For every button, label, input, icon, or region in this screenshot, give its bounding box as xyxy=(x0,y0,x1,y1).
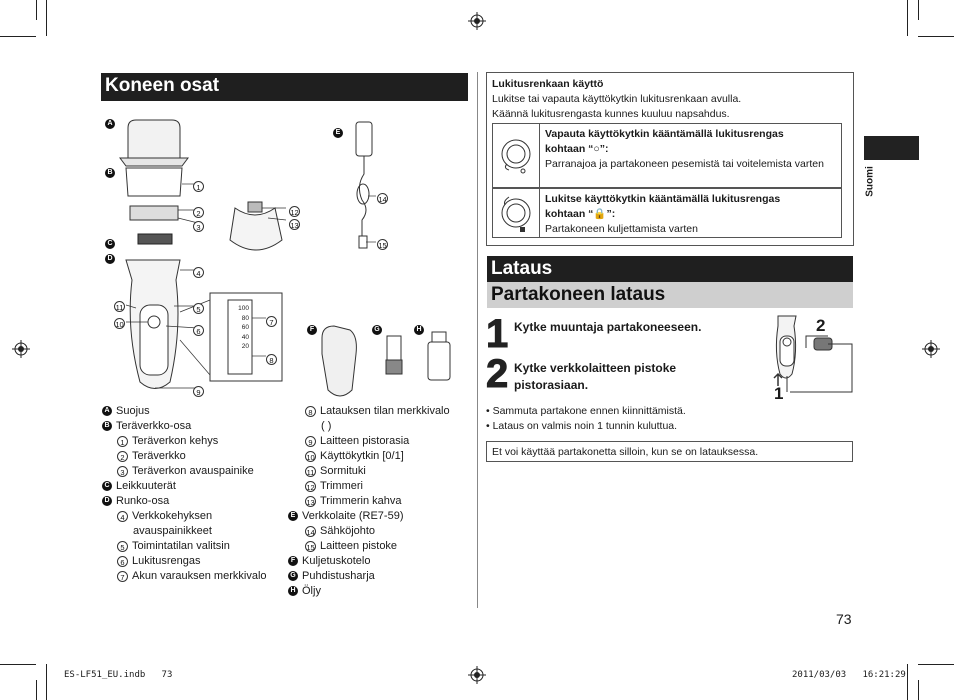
callout-1: 1 xyxy=(193,178,204,196)
callout-11: 11 xyxy=(114,298,125,316)
callout-7: 7 xyxy=(266,313,277,331)
marker-e: E xyxy=(333,124,343,142)
callout-13: 13 xyxy=(289,216,300,234)
lock-icon xyxy=(493,189,540,237)
foil-frame-drawing xyxy=(126,168,182,196)
note-bullet: • Lataus on valmis noin 1 tunnin kuluttu… xyxy=(486,419,686,434)
callout-15: 15 xyxy=(377,236,388,254)
brush-drawing xyxy=(387,336,401,360)
unlock-title: Vapauta käyttökytkin kääntämällä lukitus… xyxy=(545,127,784,142)
marker-f: F xyxy=(307,321,317,339)
callout-10: 10 xyxy=(114,315,125,333)
lock-desc: Partakoneen kuljettamista varten xyxy=(545,222,698,237)
marker-h: H xyxy=(414,321,424,339)
step-1-text: Kytke muuntaja partakoneeseen. xyxy=(514,319,701,336)
step-2-number: 2 xyxy=(486,354,508,394)
registration-mark-bottom xyxy=(468,666,486,684)
callout-8: 8 xyxy=(266,351,277,369)
unlock-icon xyxy=(493,124,540,187)
callout-9: 9 xyxy=(193,383,204,401)
registration-mark-top xyxy=(468,12,486,30)
oil-drawing xyxy=(432,332,446,342)
unlock-title2: kohtaan “○”: xyxy=(545,142,609,157)
trimmer-drawing xyxy=(230,208,282,250)
column-divider xyxy=(477,72,478,608)
charging-notes: • Sammuta partakone ennen kiinnittämistä… xyxy=(486,404,686,434)
callout-3: 3 xyxy=(193,218,204,236)
section-title-lataus: Lataus xyxy=(487,256,853,282)
footer-date: 2011/03/03 16:21:29 xyxy=(792,670,906,680)
section-title-koneen-osat: Koneen osat xyxy=(101,73,468,101)
lock-title2: kohtaan “🔒”: xyxy=(545,207,615,222)
callout-14: 14 xyxy=(377,190,388,208)
lock-box-line2: Käännä lukitusrengasta kunnes kuuluu nap… xyxy=(492,107,730,122)
registration-mark-right xyxy=(922,340,940,358)
charging-warning-box: Et voi käyttää partakonetta silloin, kun… xyxy=(486,441,853,462)
blade-drawing xyxy=(138,234,172,244)
figure-label-1: 1 xyxy=(774,384,783,404)
registration-mark-left xyxy=(12,340,30,358)
unlock-row: Vapauta käyttökytkin kääntämällä lukitus… xyxy=(492,123,842,188)
legend-4-cont: avauspainikkeet xyxy=(133,524,212,538)
warning-text: Et voi käyttää partakonetta silloin, kun… xyxy=(492,445,758,460)
cap-drawing xyxy=(128,120,180,160)
foil-drawing xyxy=(130,206,178,220)
lock-title: Lukitse käyttökytkin kääntämällä lukitus… xyxy=(545,192,780,207)
marker-g: G xyxy=(372,321,382,339)
callout-4: 4 xyxy=(193,264,204,282)
lock-box-title: Lukitusrenkaan käyttö xyxy=(492,77,603,92)
pouch-drawing xyxy=(322,326,356,396)
lock-row: Lukitse käyttökytkin kääntämällä lukitus… xyxy=(492,188,842,238)
unlock-desc: Parranajoa ja partakoneen pesemistä tai … xyxy=(545,157,825,172)
marker-d: D xyxy=(105,250,115,268)
subsection-title-partakoneen-lataus: Partakoneen lataus xyxy=(487,282,853,308)
step-2-text: Kytke verkkolaitteen pistoke pistorasiaa… xyxy=(514,360,724,394)
footer-file: ES-LF51_EU.indb 73 xyxy=(64,670,172,680)
page-number: 73 xyxy=(836,611,852,627)
figure-label-2: 2 xyxy=(816,316,825,336)
step-1-number: 1 xyxy=(486,314,508,354)
note-bullet: • Sammuta partakone ennen kiinnittämistä… xyxy=(486,404,686,419)
parts-illustration xyxy=(100,110,470,400)
lock-ring-box: Lukitusrenkaan käyttö Lukitse tai vapaut… xyxy=(486,72,854,246)
marker-b: B xyxy=(105,164,115,182)
callout-6: 6 xyxy=(193,322,204,340)
lock-box-line1: Lukitse tai vapauta käyttökytkin lukitus… xyxy=(492,92,741,107)
indicator-scale: 100 80 60 40 20 xyxy=(233,304,249,352)
legend-8-cont: ( ) xyxy=(321,419,331,433)
marker-a: A xyxy=(105,115,115,133)
adaptor-drawing xyxy=(356,122,372,156)
callout-5: 5 xyxy=(193,300,204,318)
language-tab xyxy=(864,136,919,160)
language-label: Suomi xyxy=(865,162,876,202)
